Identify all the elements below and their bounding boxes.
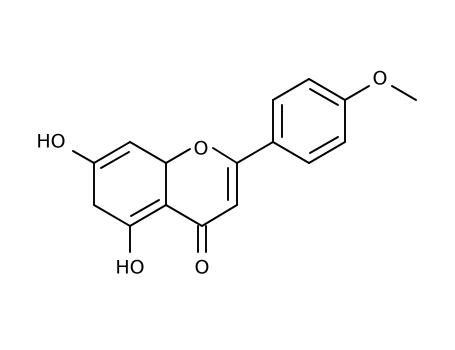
bond-c4p-ome [344,85,370,101]
bond-c4-c4a [165,204,203,227]
bond-c2p-c3p [272,78,310,101]
bonds [72,78,417,253]
bond-c5p-c6p-inner [309,136,339,154]
bond-c8-c7-inner [100,151,130,169]
bond-c5-c4a [129,204,167,227]
ring-oxygen-label: O [194,138,209,160]
bond-c8-c7 [93,141,131,164]
bond-ome-ch3 [391,85,417,101]
bond-o1-c2 [212,147,238,164]
bond-c6-c5 [93,204,131,227]
atom-labels: O O HO HO O [36,68,387,279]
hydroxyl-7-label: HO [36,131,65,153]
bond-c5p-c6p [308,141,346,164]
bond-c2-c1prime [236,141,274,164]
bond-c8a-c8 [129,141,167,164]
bond-c3-c4 [201,204,238,227]
methoxy-oxygen-label: O [373,68,388,90]
bond-c3p-c4p-inner [309,88,339,106]
bond-c5-c4a-inner [130,199,160,217]
bond-c7-oh [72,150,95,164]
bond-c6p-c1p [272,141,310,164]
bond-c3p-c4p [308,78,346,101]
bond-c8a-o1 [165,148,191,164]
hydroxyl-5-label: HO [115,257,144,279]
carbonyl-oxygen-label: O [195,257,210,279]
